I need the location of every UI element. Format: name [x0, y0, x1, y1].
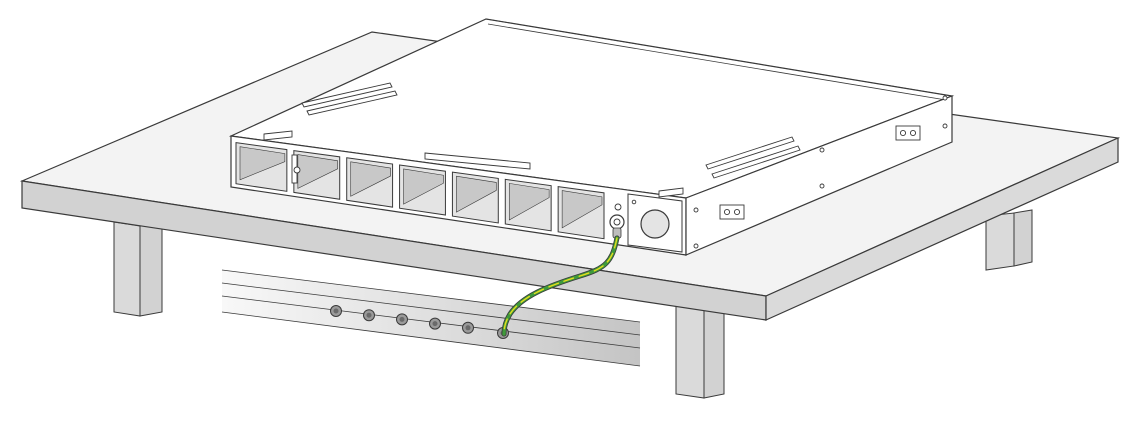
- ground-bar-screw: [429, 317, 441, 330]
- front-slot: [346, 157, 394, 208]
- ground-bar-screw: [363, 309, 375, 322]
- front-slot: [557, 186, 605, 240]
- front-slot: [293, 149, 341, 200]
- table-leg-front-right: [675, 305, 725, 399]
- ground-bar: [221, 269, 641, 367]
- ground-bar-screw: [330, 305, 342, 317]
- front-slots: [235, 142, 605, 240]
- ground-bar-screw: [462, 321, 474, 334]
- ground-bar-screw: [396, 313, 408, 326]
- ground-bar-screws: [330, 305, 509, 339]
- front-slot: [235, 142, 288, 192]
- table-leg-back-right: [985, 209, 1033, 271]
- ground-cable: [501, 235, 620, 337]
- top-vent-slots: [301, 82, 801, 179]
- device-chassis: [228, 18, 955, 256]
- front-slot: [504, 178, 552, 232]
- front-slot: [451, 171, 499, 224]
- table-leg-front-left: [113, 221, 163, 317]
- power-module: [627, 193, 683, 253]
- front-slot: [399, 164, 446, 216]
- chassis-ground-screw: [609, 203, 625, 239]
- right-side-holes: [693, 95, 948, 249]
